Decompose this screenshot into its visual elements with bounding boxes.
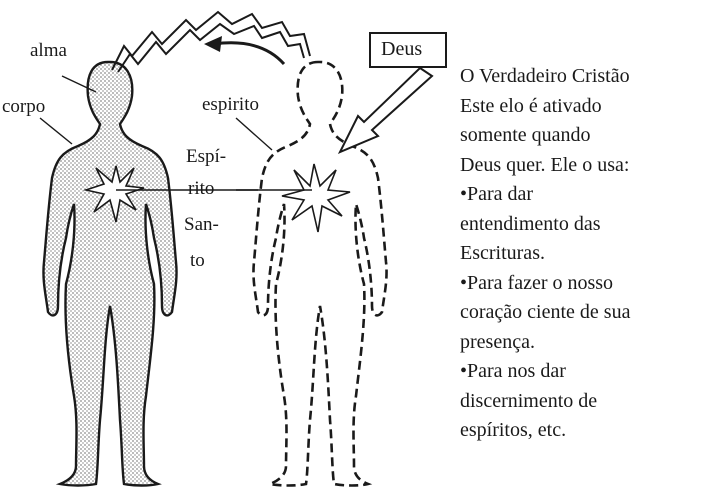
label-deus: Deus xyxy=(381,38,423,60)
starburst-left xyxy=(83,165,145,223)
deus-box xyxy=(369,32,447,68)
caption-line: presença. xyxy=(460,330,535,353)
label-corpo: corpo xyxy=(2,96,46,117)
human-figure-dashed xyxy=(252,60,388,487)
label-espirito-santo-1: Espí- xyxy=(186,146,227,167)
curved-arrow xyxy=(204,36,286,66)
caption-line: Escrituras. xyxy=(460,242,545,264)
caption-bullet: •Para nos dar xyxy=(460,360,566,382)
label-espirito: espirito xyxy=(202,94,259,115)
leader-lines xyxy=(39,75,312,191)
label-espirito-santo-2: rito xyxy=(188,178,215,199)
label-alma: alma xyxy=(30,40,67,61)
deus-arrow xyxy=(337,66,434,154)
caption-bullet: •Para dar xyxy=(460,183,534,205)
caption-title: O Verdadeiro Cristão xyxy=(460,65,630,87)
caption-line: Deus quer. Ele o usa: xyxy=(460,153,630,176)
caption-line: entendimento das xyxy=(460,212,601,235)
caption-line: discernimento de xyxy=(460,389,598,412)
starburst-right xyxy=(281,163,351,233)
human-figure-solid xyxy=(42,60,178,487)
label-espirito-santo-3: San- xyxy=(184,214,219,235)
caption-text: O Verdadeiro Cristão Este elo é ativado … xyxy=(460,62,712,446)
caption-bullet: •Para fazer o nosso xyxy=(460,271,614,294)
caption-line: coração ciente de sua xyxy=(460,301,631,323)
label-espirito-santo-4: to xyxy=(190,250,205,271)
caption-line: Este elo é ativado xyxy=(460,94,602,117)
lightning-link xyxy=(111,10,311,73)
caption-line: somente quando xyxy=(460,124,591,146)
caption-line: espíritos, etc. xyxy=(460,419,567,441)
